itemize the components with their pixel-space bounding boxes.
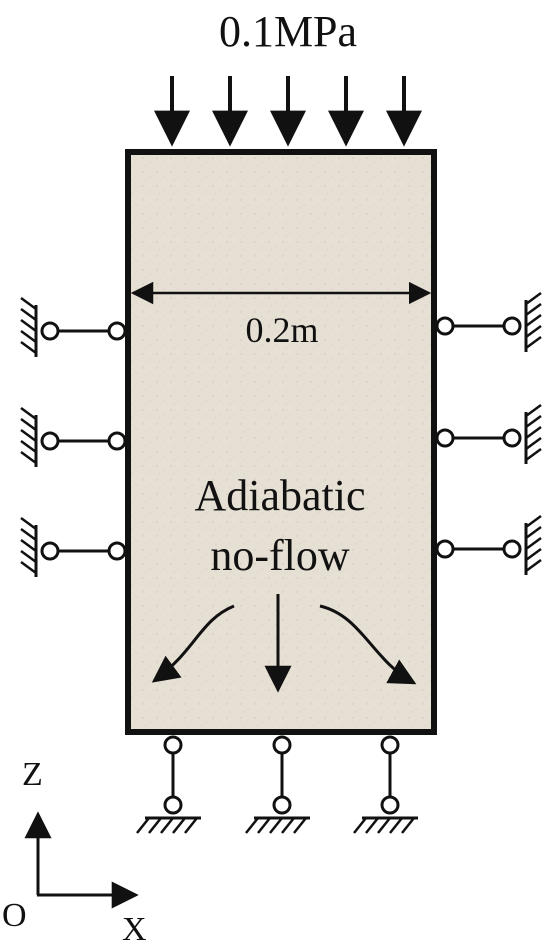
fixed-ground-icon	[524, 514, 542, 575]
fixed-ground-icon	[136, 816, 201, 834]
fixed-ground-icon	[245, 816, 310, 834]
fixed-ground-icon	[20, 406, 38, 467]
fixed-ground-icon	[20, 516, 38, 577]
condition-label-line1: Adiabatic	[194, 471, 365, 520]
flow-arrow-icon	[319, 604, 417, 685]
fixed-ground-icon	[20, 296, 38, 357]
roller-support-icon	[435, 291, 542, 352]
load-arrows	[154, 76, 422, 147]
left-roller-supports	[20, 296, 127, 577]
roller-support-icon	[435, 403, 542, 464]
roller-support-icon	[20, 296, 127, 357]
flow-arrow-icon	[151, 604, 235, 683]
origin-label: O	[2, 897, 27, 934]
flow-arrows	[151, 594, 417, 693]
coordinate-axes: Z X O	[2, 756, 147, 948]
specimen-block	[125, 149, 437, 735]
load-label: 0.1MPa	[219, 7, 357, 56]
roller-support-icon	[435, 514, 542, 575]
fixed-ground-icon	[524, 403, 542, 464]
right-roller-supports	[435, 291, 542, 575]
condition-label-line2: no-flow	[210, 531, 350, 580]
roller-support-icon	[353, 735, 418, 834]
roller-support-icon	[245, 735, 310, 834]
width-label: 0.2m	[245, 310, 318, 350]
roller-support-icon	[20, 516, 127, 577]
axis-x-label: X	[122, 911, 147, 947]
axis-z-label: Z	[22, 756, 43, 793]
roller-support-icon	[20, 406, 127, 467]
fixed-ground-icon	[524, 291, 542, 352]
fixed-ground-icon	[353, 816, 418, 834]
roller-support-icon	[136, 735, 201, 834]
bottom-roller-supports	[136, 735, 418, 834]
